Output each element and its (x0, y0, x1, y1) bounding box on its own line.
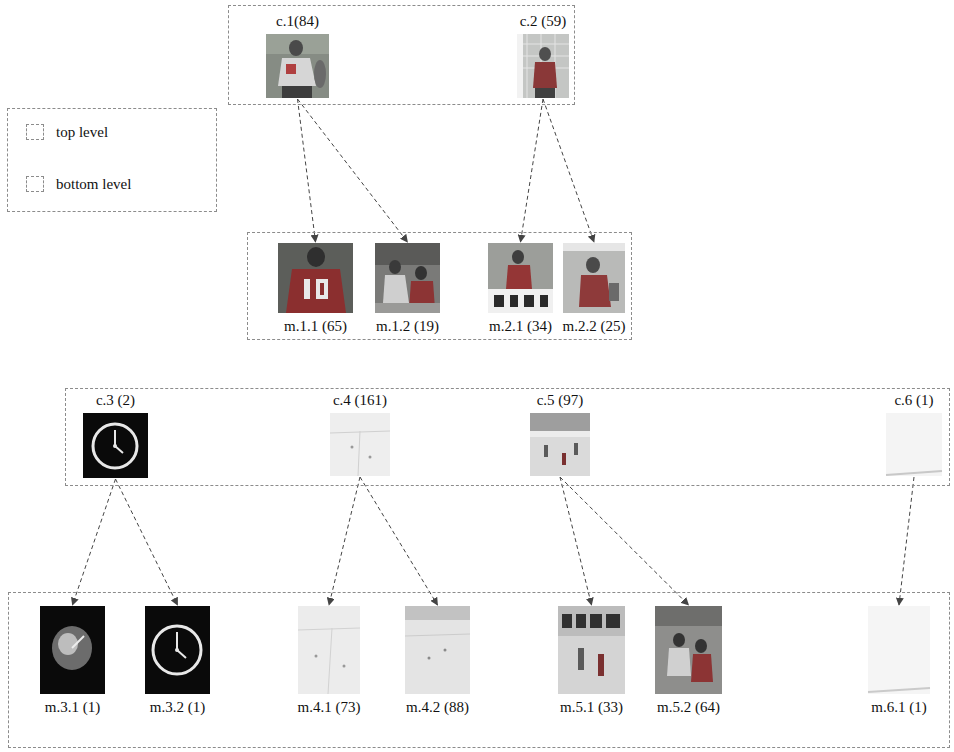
thumbnail-slot (868, 606, 930, 694)
thumbnail-slot (298, 606, 360, 694)
key-frame-node: c.3 (2) (83, 391, 148, 478)
thumbnail-slot (405, 606, 470, 694)
key-frame-node: m.1.1 (65) (278, 243, 353, 335)
frame-label: c.1(84) (276, 12, 319, 30)
legend-label: top level (56, 123, 108, 141)
frame-label: m.3.2 (1) (150, 698, 205, 716)
legend-label: bottom level (56, 175, 131, 193)
key-frame-node: c.5 (97) (530, 391, 590, 476)
video-thumbnail (868, 606, 930, 694)
legend-row: top level (26, 123, 108, 141)
legend-box: top level bottom level (7, 108, 217, 212)
key-frame-node: m.3.2 (1) (145, 606, 210, 716)
dashed-arrow (560, 477, 689, 605)
cluster-group-box: c.3 (2) c.4 (161) c.5 (97) c.6 (1) (65, 388, 950, 486)
frame-label: m.3.1 (1) (45, 698, 100, 716)
key-frame-node: m.3.1 (1) (40, 606, 105, 716)
dashed-arrow (521, 99, 544, 242)
thumbnail-slot (278, 243, 353, 313)
legend-sample (26, 176, 44, 192)
frame-label: c.6 (1) (894, 391, 933, 409)
video-thumbnail (298, 606, 360, 694)
frame-label: c.5 (97) (537, 391, 584, 409)
video-thumbnail (83, 413, 148, 478)
frame-label: m.1.1 (65) (284, 317, 347, 335)
thumbnail-slot (330, 413, 390, 476)
legend-row: bottom level (26, 175, 131, 193)
video-thumbnail (40, 606, 105, 694)
thumbnail-slot (40, 606, 105, 694)
video-thumbnail (278, 243, 353, 313)
thumbnail-slot (886, 413, 942, 476)
key-frame-node: m.4.1 (73) (295, 606, 364, 716)
video-thumbnail (886, 413, 942, 476)
thumbnail-slot (375, 243, 440, 313)
legend-sample (26, 124, 44, 140)
video-thumbnail (145, 606, 210, 694)
video-thumbnail (655, 606, 722, 694)
frame-label: m.4.2 (88) (406, 698, 469, 716)
frame-label: m.5.1 (33) (560, 698, 623, 716)
frame-label: c.2 (59) (520, 12, 567, 30)
dashed-arrow (899, 477, 914, 605)
thumbnail-slot (266, 34, 329, 98)
frame-label: m.1.2 (19) (376, 317, 439, 335)
frame-label: c.4 (161) (333, 391, 387, 409)
cluster-group-box: m.3.1 (1) m.3.2 (1) m.4.1 (73) m.4.2 (88) m.… (8, 592, 950, 748)
frame-label: m.2.1 (34) (489, 317, 552, 335)
thumbnail-slot (145, 606, 210, 694)
frame-label: m.6.1 (1) (871, 698, 926, 716)
dashed-arrow (298, 99, 408, 242)
video-thumbnail (517, 34, 569, 98)
key-frame-node: c.6 (1) (886, 391, 942, 476)
cluster-group-box: m.1.1 (65) m.1.2 (19) m.2.1 (34) m.2.2 (25) (247, 232, 632, 340)
video-thumbnail (488, 243, 553, 313)
key-frame-node: m.6.1 (1) (868, 606, 930, 716)
cluster-group-box: c.1(84) c.2 (59) (228, 5, 575, 105)
key-frame-node: m.2.1 (34) (486, 243, 555, 335)
video-thumbnail (375, 243, 440, 313)
dashed-arrow (543, 99, 594, 242)
video-thumbnail (530, 413, 590, 476)
dashed-arrow (73, 479, 116, 605)
thumbnail-slot (558, 606, 625, 694)
key-frame-node: m.4.2 (88) (403, 606, 472, 716)
key-frame-node: m.2.2 (25) (560, 243, 629, 335)
dashed-arrow (329, 477, 360, 605)
video-thumbnail (563, 243, 625, 313)
frame-label: m.2.2 (25) (563, 317, 626, 335)
dashed-arrow (560, 477, 592, 605)
key-frame-node: m.1.2 (19) (373, 243, 442, 335)
frame-label: m.4.1 (73) (298, 698, 361, 716)
dashed-arrow (116, 479, 178, 605)
thumbnail-slot (488, 243, 553, 313)
frame-label: m.5.2 (64) (657, 698, 720, 716)
thumbnail-slot (655, 606, 722, 694)
key-frame-node: m.5.1 (33) (557, 606, 626, 716)
thumbnail-slot (530, 413, 590, 476)
key-frame-node: c.4 (161) (330, 391, 391, 476)
thumbnail-slot (517, 34, 569, 98)
video-thumbnail (405, 606, 470, 694)
key-frame-node: m.5.2 (64) (654, 606, 723, 716)
video-thumbnail (558, 606, 625, 694)
dashed-arrow (360, 477, 438, 605)
video-thumbnail (266, 34, 329, 98)
key-frame-node: c.1(84) (266, 12, 329, 98)
dashed-arrow (298, 99, 316, 242)
frame-label: c.3 (2) (96, 391, 135, 409)
key-frame-node: c.2 (59) (517, 12, 570, 98)
video-thumbnail (330, 413, 390, 476)
thumbnail-slot (83, 413, 148, 478)
thumbnail-slot (563, 243, 625, 313)
